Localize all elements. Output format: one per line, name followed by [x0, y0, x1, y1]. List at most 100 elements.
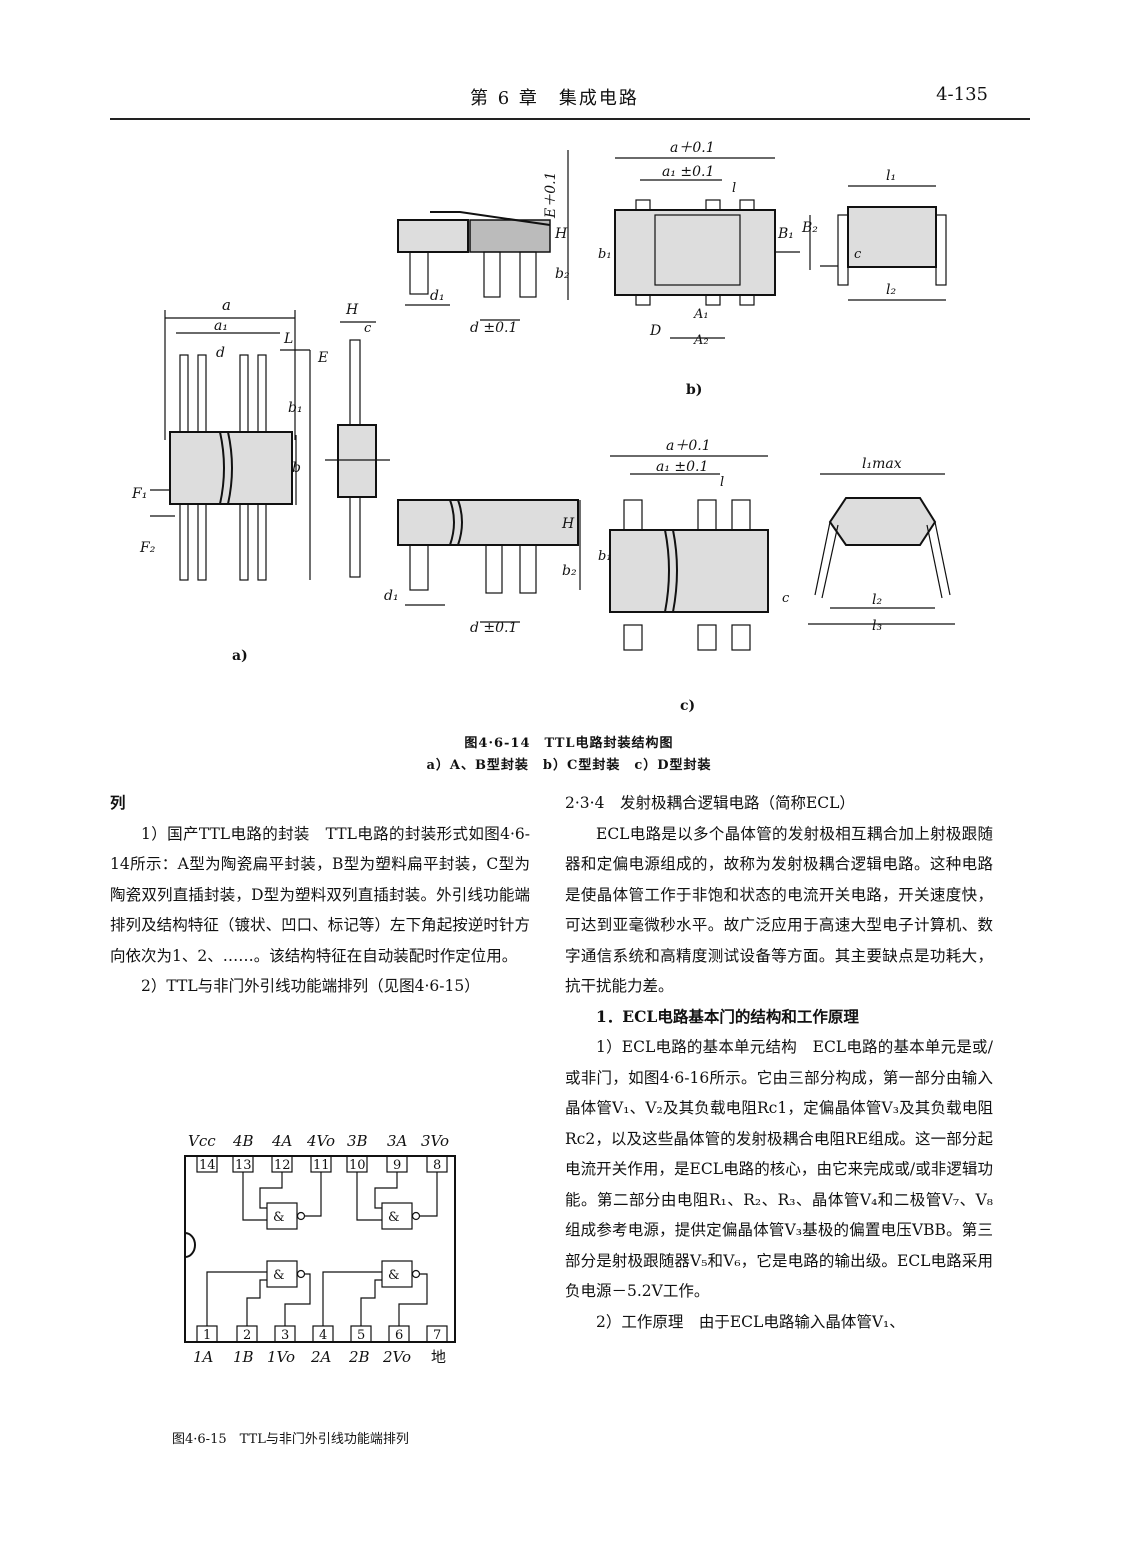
label-d1-c: d₁ [384, 588, 399, 604]
package-c-side-view: l₁max c l₂ l₃ [782, 456, 955, 634]
pin-label-bottom: 1A [193, 1348, 214, 1366]
label-b1-b: b₁ [598, 247, 612, 262]
pin-number-top: 9 [393, 1158, 401, 1173]
figure-4-6-15: Vcc 4B 4A 4Vo 3B 3A 3Vo 14 13 12 11 10 9… [184, 1132, 456, 1366]
package-c-profile: H b₂ d₁ d ±0.1 [384, 499, 581, 636]
label-c-c: c [782, 591, 790, 606]
gate-2: & [322, 1260, 428, 1326]
gate-4: & [242, 1172, 322, 1230]
pin-number-top: 10 [349, 1158, 366, 1173]
label-a-plus-c: a＋0.1 [666, 438, 711, 454]
label-l1-b: l₁ [886, 168, 896, 184]
label-a1: a₁ [214, 318, 228, 334]
pin-number-bottom: 5 [357, 1328, 365, 1343]
label-l2-c: l₂ [872, 592, 882, 608]
ic-notch [184, 1232, 196, 1258]
label-L: L [283, 331, 293, 347]
pin-label-bottom: 2B [348, 1348, 370, 1366]
label-l2-b: l₂ [886, 282, 896, 298]
page-header: 第 6 章 集成电路 4-135 [110, 84, 1030, 120]
pin-label-top: Vcc [188, 1132, 216, 1150]
label-H-side: H [345, 302, 359, 318]
label-E: E [317, 350, 328, 366]
left-column: 列 1）国产TTL电路的封装 TTL电路的封装形式如图4·6-14所示：A型为陶… [110, 788, 530, 1002]
paragraph-ecl-principle: 2）工作原理 由于ECL电路输入晶体管V₁、 [596, 1312, 905, 1331]
ic-body [184, 1155, 456, 1343]
paragraph-list: 列 [110, 793, 126, 812]
pin-number-top: 8 [433, 1158, 441, 1173]
label-A1: A₁ [693, 307, 709, 322]
pin-label-top: 4A [271, 1132, 293, 1150]
label-D: D [649, 323, 661, 339]
label-b2-b: b₂ [555, 266, 570, 282]
gate-symbol: & [388, 1268, 400, 1283]
label-F2: F₂ [139, 540, 156, 556]
label-d-c: d ±0.1 [470, 620, 517, 636]
pin-label-top: 3A [387, 1132, 408, 1150]
label-b1-c: b₁ [598, 549, 612, 564]
package-b-profile: E＋0.1 H b₂ d₁ d ±0.1 [397, 150, 570, 336]
pin-label-bottom: 1B [233, 1348, 254, 1366]
gate-symbol: & [273, 1268, 285, 1283]
chapter-title: 第 6 章 集成电路 [470, 88, 639, 109]
label-H-b: H [554, 226, 568, 242]
pin-number-bottom: 7 [433, 1328, 441, 1343]
package-b-top-view: a＋0.1 a₁ ±0.1 l B₁ B₂ b₁ D A₁ A₂ b) [598, 140, 818, 398]
right-column: 2·3·4 发射极耦合逻辑电路（简称ECL） ECL电路是以多个晶体管的发射极相… [565, 788, 993, 1337]
page-number: 4-135 [936, 84, 988, 105]
gate-1: & [206, 1260, 311, 1326]
package-a-front-view: a a₁ L d b₁ b F₁ F₂ a) [131, 296, 311, 664]
figure-4-6-14: a a₁ L d b₁ b F₁ F₂ a) H c E E＋0.1 H b₂ … [131, 140, 955, 714]
label-a: a [222, 296, 231, 314]
label-c-b: c [854, 247, 862, 262]
pin-label-bottom: 2A [310, 1348, 332, 1366]
figure-subcaption: a）A、B型封装 b）C型封装 c）D型封装 [426, 758, 712, 773]
pin-label-top: 4B [232, 1132, 254, 1150]
section-heading-ecl: 2·3·4 发射极耦合逻辑电路（简称ECL） [565, 794, 855, 812]
label-a1-b: a₁ ±0.1 [662, 164, 714, 180]
gate-symbol: & [388, 1210, 400, 1225]
label-l-c: l [720, 475, 724, 490]
pin-number-bottom: 2 [243, 1328, 251, 1343]
paragraph-ecl-intro: ECL电路是以多个晶体管的发射极相互耦合加上射极跟随器和定偏电源组成的，故称为发… [565, 824, 993, 996]
label-B2: B₂ [801, 220, 818, 236]
pin-number-bottom: 3 [281, 1328, 289, 1343]
label-H-c: H [561, 516, 575, 532]
pin-label-bottom: 2Vo [382, 1348, 411, 1366]
pin-number-top: 13 [235, 1158, 252, 1173]
pin-number-bottom: 4 [319, 1328, 327, 1343]
pin-label-top: 3Vo [421, 1132, 449, 1150]
label-A2: A₂ [693, 333, 709, 348]
label-E-plus: E＋0.1 [543, 172, 559, 219]
gate-symbol: & [273, 1210, 285, 1225]
subfigure-c-label: c) [680, 698, 695, 714]
subfigure-b-label: b) [686, 382, 702, 398]
paragraph-ttl-package: 1）国产TTL电路的封装 TTL电路的封装形式如图4·6-14所示：A型为陶瓷扁… [110, 824, 530, 965]
label-B1: B₁ [777, 226, 794, 242]
pin-label-top: 4Vo [306, 1132, 335, 1150]
pin-number-bottom: 6 [395, 1328, 403, 1343]
label-c-side: c [364, 321, 372, 336]
paragraph-ttl-pinout: 2）TTL与非门外引线功能端排列（见图4·6-15） [141, 977, 480, 995]
pin-number-top: 11 [313, 1158, 330, 1173]
pin-label-top: 3B [347, 1132, 368, 1150]
paragraph-ecl-structure: 1）ECL电路的基本单元结构 ECL电路的基本单元是或/或非门，如图4·6-16… [565, 1038, 993, 1300]
label-a1-c: a₁ ±0.1 [656, 459, 708, 475]
pin-label-bottom: 地 [431, 1348, 446, 1366]
figure-15-caption: 图4·6-15 TTL与非门外引线功能端排列 [172, 1432, 409, 1447]
label-d: d [216, 345, 225, 361]
label-l3: l₃ [872, 618, 882, 634]
pin-number-top: 14 [199, 1158, 216, 1173]
figure-caption: 图4·6-14 TTL电路封装结构图 [464, 736, 674, 751]
label-d1-b: d₁ [430, 288, 445, 304]
gate-3: & [356, 1172, 438, 1230]
subfigure-a-label: a) [232, 648, 248, 664]
label-b: b [292, 460, 301, 476]
label-F1: F₁ [131, 486, 147, 502]
label-b2-c: b₂ [562, 563, 577, 579]
label-d-b: d ±0.1 [470, 320, 517, 336]
label-b1: b₁ [288, 400, 303, 416]
subheading-ecl-gate: 1．ECL电路基本门的结构和工作原理 [596, 1006, 859, 1026]
package-a-side-view: H c E [317, 302, 390, 578]
pin-label-bottom: 1Vo [267, 1348, 295, 1366]
